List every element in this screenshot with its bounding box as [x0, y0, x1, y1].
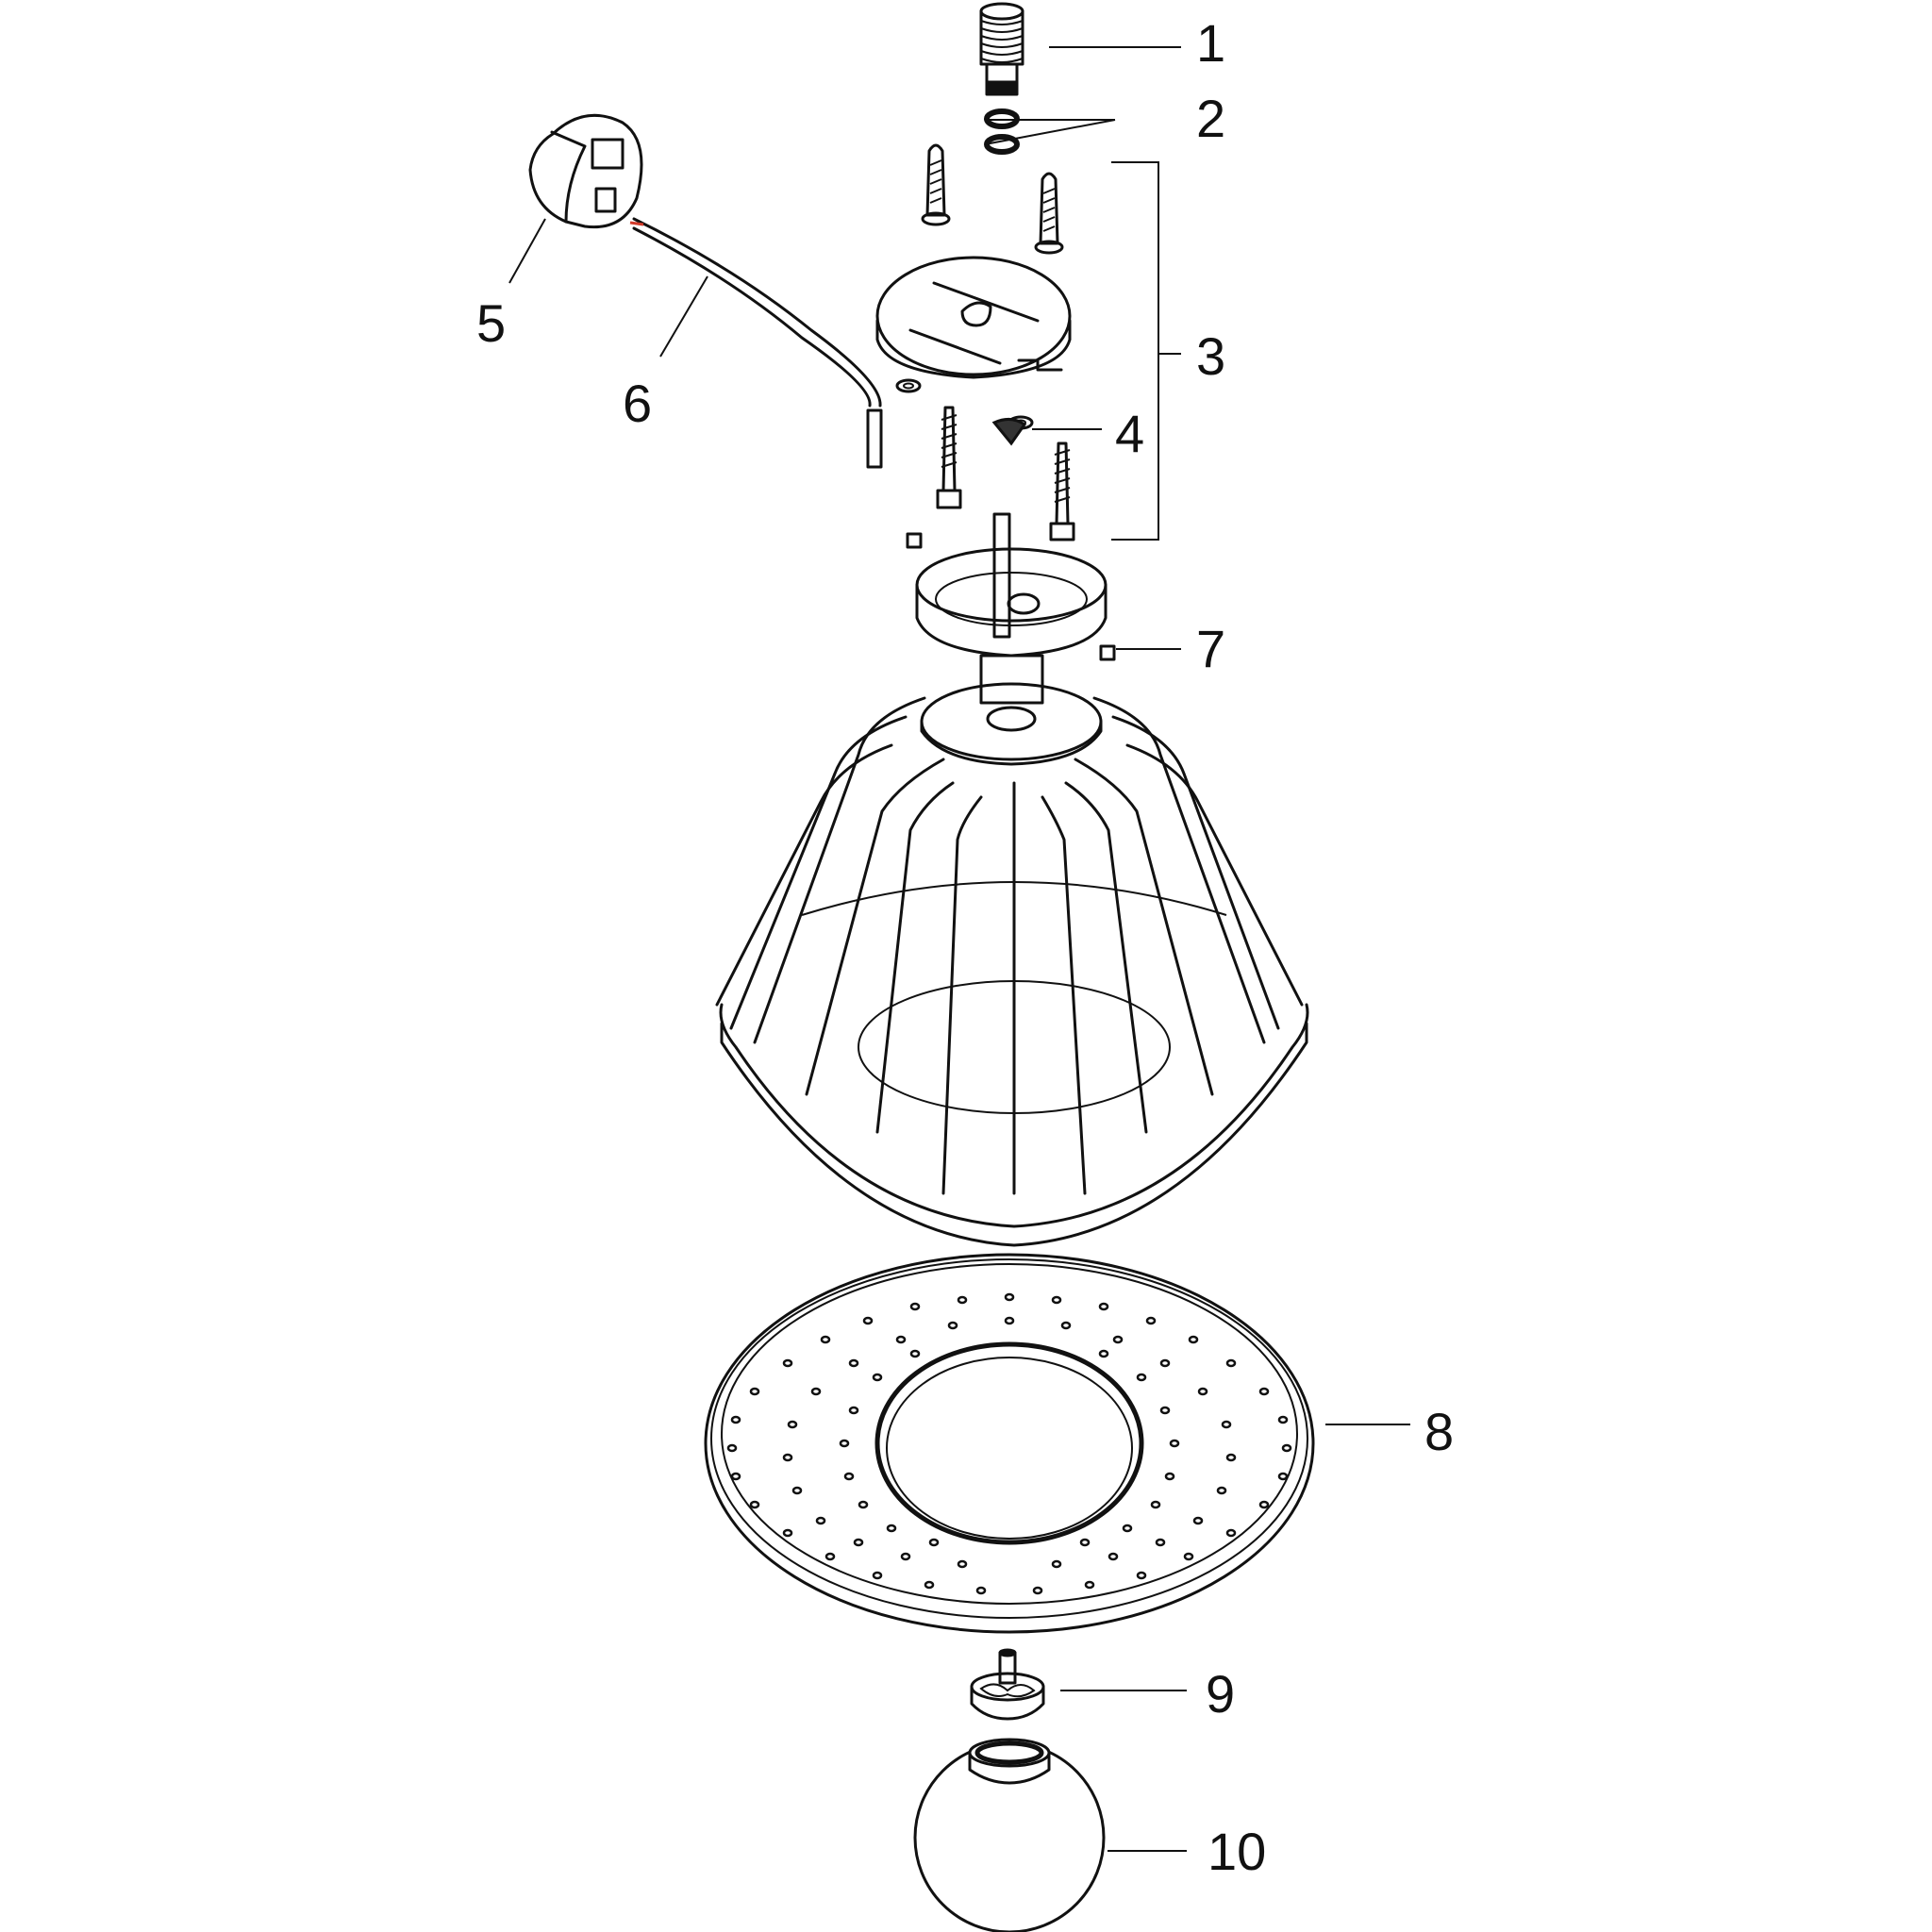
part-7-ceiling-cap-and-cage [715, 512, 1309, 1247]
callout-9: 9 [1206, 1664, 1236, 1724]
callout-10: 10 [1208, 1822, 1267, 1881]
callout-5: 5 [476, 293, 507, 353]
callout-7: 7 [1196, 619, 1226, 678]
part-3-mounting-kit [875, 143, 1181, 541]
callout-6: 6 [623, 374, 653, 433]
part-2-sealing-rings [984, 108, 1116, 155]
part-1-connector [979, 2, 1181, 96]
callout-3: 3 [1196, 326, 1226, 386]
callout-8: 8 [1424, 1402, 1455, 1461]
callout-2: 2 [1196, 89, 1226, 148]
part-10-glass-sphere [913, 1738, 1187, 1932]
callout-1: 1 [1196, 13, 1226, 73]
part-6-cable [629, 217, 883, 469]
part-8-spray-disc [704, 1253, 1410, 1634]
callout-4: 4 [1115, 404, 1145, 463]
part-4-filter [991, 418, 1102, 446]
part-9-center-insert [970, 1648, 1187, 1721]
part-5-driver-box [508, 113, 643, 284]
